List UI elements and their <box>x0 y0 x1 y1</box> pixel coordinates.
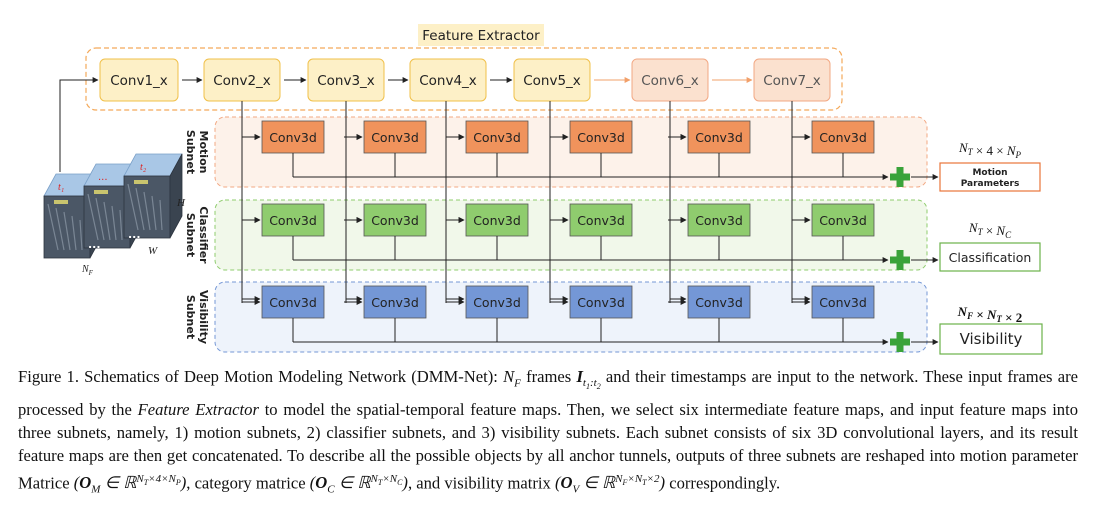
caption-part1: Schematics of Deep Motion Modeling Netwo… <box>84 367 498 386</box>
h-dimension-label: H <box>176 197 186 209</box>
conv3d-label: Conv3d <box>473 213 521 228</box>
motion-output-box <box>939 162 1041 192</box>
math-ov: (OV ∈ ℝNF×NT×2) <box>555 472 666 496</box>
classifier-conv3d-3 <box>465 203 529 237</box>
visibility-conv3d-5 <box>687 285 751 319</box>
feature-extractor-frame <box>85 47 843 111</box>
conv3d-label: Conv3d <box>819 130 867 145</box>
caption-part3: and their timestamps are input to the ne… <box>18 367 1078 420</box>
conv3d-label: Conv3d <box>695 295 743 310</box>
conv3d-label: Conv3d <box>577 295 625 310</box>
classifier-conv3d-4 <box>569 203 633 237</box>
classifier-conv3d-5 <box>687 203 751 237</box>
extractor-block-label: Conv3_x <box>317 73 375 89</box>
caption-feature-extractor: Feature Extractor <box>137 400 259 420</box>
conv3d-label: Conv3d <box>269 295 317 310</box>
conv3d-label: Conv3d <box>473 130 521 145</box>
input-frame <box>43 195 91 259</box>
classifier-output-dims: NT × NC <box>968 220 1012 240</box>
extractor-block-1 <box>99 58 179 102</box>
subnet-label-line2: Subnet <box>184 130 197 174</box>
visibility-output-dims: NF × NT × 2 <box>957 304 1023 325</box>
classifier-conv3d-2 <box>363 203 427 237</box>
w-dimension-label: W <box>148 245 158 257</box>
visibility-conv3d-3 <box>465 285 529 319</box>
subnet-label-line2: Subnet <box>184 295 197 339</box>
classifier-conv3d-6 <box>811 203 875 237</box>
extractor-block-4 <box>409 58 487 102</box>
feature-map-connectors <box>59 79 811 303</box>
math-nf: NF <box>503 367 521 390</box>
extractor-block-label: Conv6_x <box>641 73 699 89</box>
subnet-label-line2: Subnet <box>184 213 197 257</box>
classifier-output-box <box>939 242 1041 272</box>
time-mark-dots: ... <box>98 172 108 183</box>
subnet-label-line1: Visibility <box>197 290 210 344</box>
visibility-output-box <box>939 323 1043 355</box>
conv3d-label: Conv3d <box>371 130 419 145</box>
conv3d-label: Conv3d <box>269 213 317 228</box>
classifier-conv3d-1 <box>261 203 325 237</box>
math-frames: It1:t2 <box>576 367 601 392</box>
nf-dimension-label: NF <box>81 264 94 277</box>
frame-dots-1: ... <box>88 238 101 251</box>
motion-conv3d-4 <box>569 120 633 154</box>
extractor-block-label: Conv5_x <box>523 73 581 89</box>
extractor-block-label: Conv1_x <box>110 73 168 89</box>
conv3d-label: Conv3d <box>819 295 867 310</box>
visibility-conv3d-2 <box>363 285 427 319</box>
extractor-block-label: Conv7_x <box>763 73 821 89</box>
input-frames-stack: t₁... t₂...... H W NF <box>43 153 186 277</box>
conv3d-label: Conv3d <box>695 130 743 145</box>
figure-caption: Figure 1. Schematics of Deep Motion Mode… <box>18 366 1078 501</box>
caption-part7: correspondingly. <box>669 473 781 493</box>
feature-extractor-title: Feature Extractor <box>422 28 540 44</box>
output-label: Classification <box>949 250 1032 265</box>
motion-conv3d-2 <box>363 120 427 154</box>
motion-output-dims: NT × 4 × NP <box>958 140 1022 160</box>
caption-part6: , and visibility matrix <box>407 473 551 493</box>
frame-dots-2: ... <box>128 228 141 241</box>
time-mark-t1: t₁ <box>58 182 64 193</box>
conv3d-label: Conv3d <box>695 213 743 228</box>
conv3d-label: Conv3d <box>473 295 521 310</box>
motion-conv3d-3 <box>465 120 529 154</box>
caption-part4: to model the spatial-temporal feature ma… <box>18 400 1079 493</box>
caption-part5: , category matrice <box>186 473 306 493</box>
conv3d-label: Conv3d <box>269 130 317 145</box>
subnet-label-line1: Motion <box>197 131 210 174</box>
output-label-line2: Parameters <box>961 179 1020 189</box>
conv3d-label: Conv3d <box>371 213 419 228</box>
subnet-label-line1: Classifier <box>197 206 210 264</box>
conv3d-label: Conv3d <box>577 130 625 145</box>
conv3d-label: Conv3d <box>577 213 625 228</box>
extractor-block-label: Conv4_x <box>419 73 477 89</box>
output-label-line1: Motion <box>972 168 1007 178</box>
figure-label: Figure 1. <box>18 367 79 386</box>
conv3d-label: Conv3d <box>371 295 419 310</box>
time-mark-t2: t₂ <box>140 162 147 173</box>
math-oc: (OC ∈ ℝNT×NC) <box>309 472 408 496</box>
extractor-block-label: Conv2_x <box>213 73 271 89</box>
math-om: (OM ∈ ℝNT×4×NP) <box>73 472 187 496</box>
extractor-block-5 <box>513 58 591 102</box>
output-label: Visibility <box>960 330 1023 348</box>
conv3d-label: Conv3d <box>819 213 867 228</box>
caption-part2: frames <box>526 367 572 386</box>
